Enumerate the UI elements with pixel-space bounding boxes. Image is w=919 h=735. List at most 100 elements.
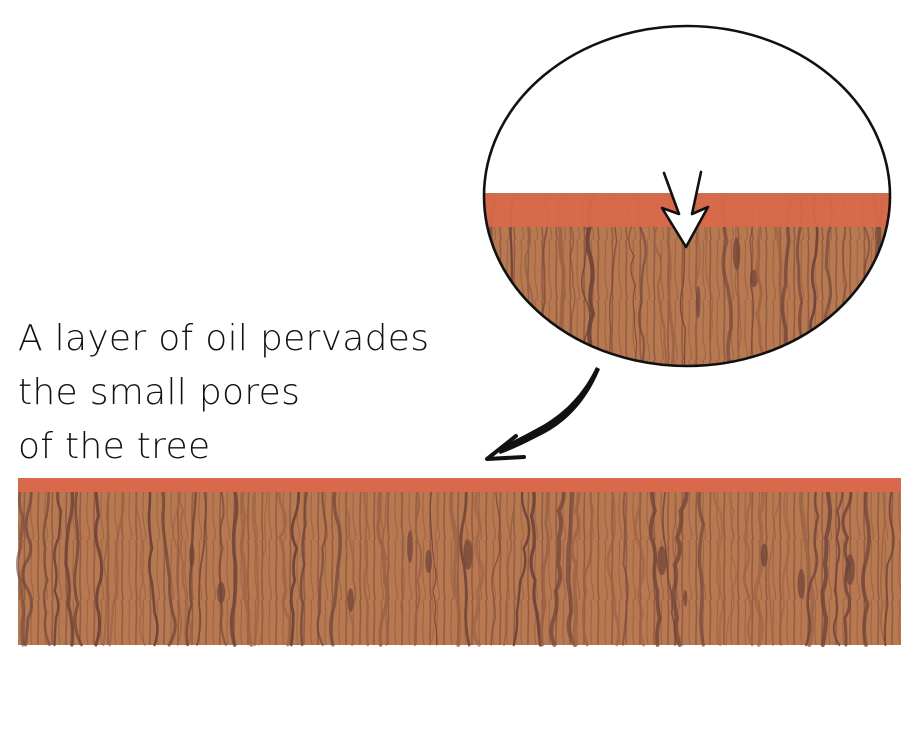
grain-line xyxy=(780,196,794,366)
magnifier-outline xyxy=(482,24,892,368)
grain-line xyxy=(725,483,737,646)
grain-line xyxy=(429,483,442,646)
grain-line xyxy=(299,482,310,647)
grain-line xyxy=(459,482,471,647)
grain-knot xyxy=(845,554,855,586)
grain-line xyxy=(93,482,104,647)
grain-line xyxy=(277,482,292,647)
grain-line xyxy=(471,482,485,647)
grain-line xyxy=(73,482,83,647)
grain-line xyxy=(257,483,268,646)
grain-line xyxy=(798,481,815,648)
grain-line xyxy=(42,482,51,647)
grain-line xyxy=(691,196,701,366)
grain-line xyxy=(490,483,501,646)
grain-line xyxy=(609,197,618,366)
grain-line xyxy=(15,482,26,647)
grain-knot xyxy=(463,539,473,570)
grain-line xyxy=(251,482,260,647)
grain-line xyxy=(381,483,391,646)
grain-line xyxy=(102,483,113,646)
down-arrow-icon xyxy=(660,170,710,249)
grain-knot xyxy=(484,292,487,309)
grain-line xyxy=(662,483,677,646)
grain-line xyxy=(64,482,75,647)
grain-line xyxy=(218,483,227,646)
grain-line xyxy=(570,482,582,647)
grain-line xyxy=(648,482,662,647)
grain-line xyxy=(540,482,550,647)
grain-line xyxy=(880,483,887,646)
grain-line xyxy=(289,482,301,647)
grain-line xyxy=(666,196,675,366)
caption-line-1: A layer of oil pervades xyxy=(18,318,430,359)
grain-line xyxy=(448,482,462,647)
grain-line xyxy=(239,482,254,647)
grain-line xyxy=(721,196,733,366)
grain-knot xyxy=(749,269,758,288)
grain-knot xyxy=(760,543,768,567)
caption-line-3: of the tree xyxy=(18,426,211,467)
grain-line xyxy=(147,482,159,647)
grain-line xyxy=(172,483,182,646)
grain-line xyxy=(362,482,370,647)
grain-line xyxy=(734,197,742,366)
curved-arrow-head xyxy=(485,434,526,461)
grain-line xyxy=(399,483,406,646)
grain-line xyxy=(748,197,755,366)
grain-line xyxy=(159,482,177,647)
grain-line xyxy=(21,482,34,647)
grain-knot xyxy=(425,549,432,574)
grain-line xyxy=(565,481,577,648)
grain-line xyxy=(621,483,629,646)
grain-line xyxy=(549,482,566,647)
grain-line xyxy=(329,482,342,647)
grain-knot xyxy=(732,237,741,271)
grain-line xyxy=(196,483,207,646)
grain-line xyxy=(779,483,791,646)
magnifier-circle xyxy=(482,24,892,368)
grain-line xyxy=(582,482,594,647)
grain-line xyxy=(108,482,125,647)
grain-line xyxy=(606,482,620,647)
grain-line xyxy=(636,196,647,366)
grain-knot xyxy=(407,530,413,563)
grain-line xyxy=(503,483,516,646)
grain-line xyxy=(53,482,63,647)
grain-knot xyxy=(696,285,701,318)
grain-line xyxy=(580,197,591,366)
grain-line xyxy=(832,482,844,647)
grain-line xyxy=(316,482,328,647)
grain-line xyxy=(753,482,766,647)
grain-line xyxy=(742,482,754,647)
wood-grain xyxy=(15,481,895,648)
grain-knot xyxy=(683,590,688,607)
grain-line xyxy=(633,482,646,647)
grain-knot xyxy=(797,568,805,599)
grain-knot xyxy=(189,543,195,568)
grain-knot xyxy=(657,546,667,576)
grain-line xyxy=(820,481,833,648)
grain-line xyxy=(376,482,389,647)
oil-layer xyxy=(18,478,901,492)
grain-line xyxy=(697,482,706,647)
grain-knot xyxy=(347,588,354,612)
grain-line xyxy=(413,483,423,646)
grain-line xyxy=(712,482,725,647)
grain-line xyxy=(804,482,820,647)
grain-line xyxy=(767,483,781,646)
caption-line-2: the small pores xyxy=(18,372,301,413)
grain-line xyxy=(229,482,239,647)
wood-plank xyxy=(15,478,901,648)
grain-knot xyxy=(217,581,226,604)
caption: A layer of oil pervades the small pores … xyxy=(18,312,518,474)
curved-arrow-icon xyxy=(485,367,600,461)
grain-line xyxy=(512,482,531,647)
grain-line xyxy=(883,483,895,646)
grain-line xyxy=(529,482,542,647)
grain-line xyxy=(344,483,357,646)
grain-line xyxy=(860,482,871,647)
grain-line xyxy=(671,481,689,648)
grain-line xyxy=(134,483,146,646)
